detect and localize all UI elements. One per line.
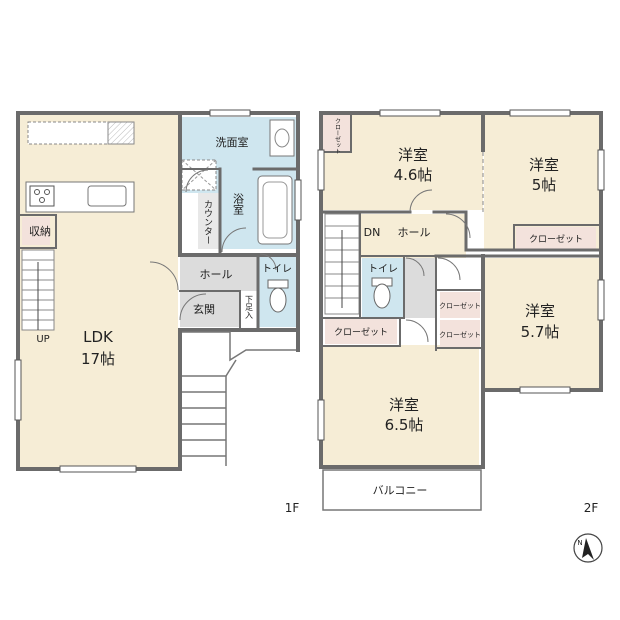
storage-1f-label: 収納 [29, 225, 51, 238]
ldk-label: LDK [83, 328, 114, 346]
room-d-floor [323, 345, 479, 465]
balcony-label: バルコニー [373, 484, 428, 497]
entrance-floor [180, 291, 240, 327]
storage-1f-floor [22, 217, 50, 245]
counter-floor [198, 193, 220, 249]
closet-d-floor [325, 318, 397, 344]
hall-2f-floor [360, 214, 466, 258]
doors-1f [149, 169, 277, 321]
closet-small-floor [323, 115, 351, 151]
room-c-label: 洋室 [525, 302, 555, 320]
room-a-label: 洋室 [398, 146, 428, 164]
ldk-size-label: 17帖 [81, 350, 115, 368]
entrance-label: 玄関 [193, 302, 215, 316]
shoe-storage-floor [240, 291, 258, 323]
toilet-1f-label: トイレ [262, 264, 292, 275]
shoe-storage-label: 下足入 [245, 295, 254, 319]
hood-box [107, 121, 135, 145]
toilet-1f-fixture [267, 279, 289, 313]
stairs-1f [21, 249, 55, 331]
closet-c1-label: クローゼット [439, 301, 481, 310]
dn-label: DN [364, 226, 381, 239]
windows-2f [317, 109, 605, 441]
hall-1f-label: ホール [200, 268, 233, 281]
hall-2f-lower-floor [404, 258, 436, 318]
doors-2f [405, 189, 471, 343]
hall-2f-label: ホール [398, 226, 431, 239]
wash-basin [269, 119, 295, 157]
room-a-size: 4.6帖 [394, 166, 433, 184]
closet-c2-floor [440, 320, 480, 348]
washroom-label: 洗面室 [216, 135, 249, 149]
bathtub [257, 175, 293, 245]
floor-1: LDK 17帖 UP 収納 洗面室 浴室 カウンター ホール トイレ 玄関 下足… [14, 109, 302, 515]
closet-b-floor [516, 227, 596, 249]
toilet-2f-label: トイレ [368, 264, 398, 275]
closet-c1-floor [440, 292, 480, 318]
room-c-floor [484, 258, 599, 388]
stairs-2f [324, 213, 360, 315]
room-c-size: 5.7帖 [521, 323, 560, 341]
toilet-2f-fixture [371, 277, 393, 309]
hall-1f-floor [180, 255, 258, 291]
up-label: UP [36, 334, 49, 345]
floor-2-label: 2F [584, 501, 599, 515]
closet-d-label: クローゼット [334, 326, 388, 338]
room-d-size: 6.5帖 [385, 416, 424, 434]
room-b-label: 洋室 [529, 156, 559, 174]
counter-label: カウンター [202, 199, 213, 244]
room-d-label: 洋室 [389, 396, 419, 414]
room-b-size: 5帖 [532, 176, 557, 194]
stove-icon [29, 185, 55, 207]
closet-small-label: クローゼット [334, 118, 341, 154]
balcony-area [322, 469, 482, 511]
bath-label: 浴室 [232, 193, 245, 215]
closet-b-label: クローゼット [529, 233, 583, 245]
compass-label: N [577, 539, 582, 547]
floor-2: 洋室 4.6帖 洋室 5帖 洋室 5.7帖 洋室 6.5帖 クローゼット クロー… [317, 109, 605, 515]
closet-c2-label: クローゼット [439, 330, 481, 339]
compass-icon: N [573, 533, 603, 563]
windows-1f [14, 109, 302, 473]
floor-1-label: 1F [285, 501, 300, 515]
sink [87, 185, 127, 207]
entrance-steps [182, 331, 296, 466]
